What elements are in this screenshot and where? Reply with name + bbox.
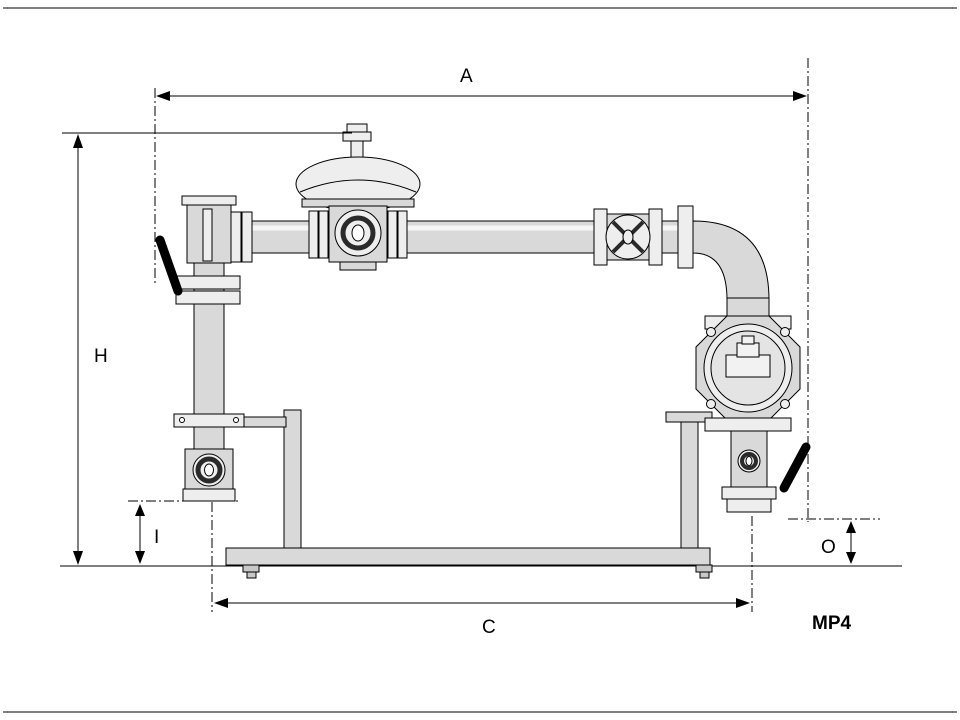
dim-c-arrow-right: [736, 598, 750, 608]
regulator-dome-seam: [299, 179, 417, 193]
dim-h-arrow-top: [73, 134, 83, 148]
dim-a-arrow-right: [793, 91, 807, 101]
inlet-riser: [155, 195, 245, 502]
inlet-flange-lower: [175, 290, 241, 305]
inlet-valve-lever: [155, 235, 183, 296]
outlet-flange-upper: [721, 486, 777, 500]
dim-a-arrow-left: [156, 91, 170, 101]
meter-right-flange: [648, 208, 663, 266]
dim-o-label: O: [821, 537, 836, 558]
outlet-flange-lower: [726, 498, 772, 513]
frame-left-foot: [242, 564, 260, 573]
inlet-flange-upper: [175, 275, 241, 290]
regulator-left-flange-2: [318, 210, 329, 259]
flow-meter: [593, 208, 663, 266]
filter-housing: [695, 315, 801, 432]
inlet-support-bolt-left: [179, 417, 185, 423]
dim-o-arrow-bottom: [846, 552, 856, 564]
frame-right-bracket: [665, 411, 713, 423]
outlet-assembly: [721, 430, 811, 513]
outlet-valve-lever: [779, 442, 811, 493]
dimension-i: I: [128, 500, 238, 564]
meter-left-flange: [593, 208, 608, 266]
frame-base: [225, 547, 711, 566]
outlet-indicator-core: [745, 456, 753, 466]
inlet-junction-flange-1: [230, 211, 242, 263]
frame-right-leg: [680, 419, 699, 551]
support-frame: [221, 409, 713, 579]
inlet-top-cap: [181, 195, 237, 206]
dim-h-label: H: [94, 346, 108, 367]
regulator-vent-stem: [350, 140, 364, 160]
frame-right-foot: [695, 564, 713, 573]
regulator-port-core: [351, 224, 365, 242]
pressure-regulator: [295, 123, 421, 271]
model-label: MP4: [812, 613, 852, 634]
filter-bolt-tr: [780, 327, 790, 337]
regulator-vent-cap: [346, 123, 368, 133]
dimension-a: A: [154, 58, 809, 522]
inlet-sightglass-ring: [195, 456, 223, 484]
meter-hub: [622, 229, 634, 245]
filter-bolt-tl: [706, 327, 716, 337]
dimension-c: C: [211, 502, 753, 638]
frame-right-foot-stud: [699, 571, 710, 579]
inlet-sightglass-core: [204, 463, 214, 477]
dimension-h: H: [62, 132, 352, 565]
elbow-body: [692, 220, 770, 301]
regulator-left-flange-1: [308, 210, 319, 259]
dim-c-label: C: [482, 617, 496, 638]
regulator-right-flange-1: [387, 210, 398, 259]
dim-a-label: A: [460, 66, 473, 87]
filter-bolt-bl: [706, 399, 716, 409]
filter-spool-top: [736, 342, 760, 358]
regulator-port-ring: [340, 215, 376, 251]
inlet-bottom-flange: [182, 488, 236, 502]
inlet-support-bolt-right: [233, 417, 239, 423]
regulator-right-flange-2: [397, 210, 408, 259]
dimension-o: O: [788, 518, 880, 564]
frame-left-leg: [283, 409, 302, 551]
dim-i-arrow-bottom: [135, 551, 145, 564]
filter-spool: [725, 354, 771, 378]
outlet-elbow: [677, 205, 770, 321]
regulator-body-bottom: [339, 261, 377, 271]
dim-i-arrow-top: [135, 504, 145, 516]
inlet-lower-pipe: [193, 426, 225, 452]
dim-h-arrow-bottom: [73, 551, 83, 565]
filter-bottom-flange: [704, 417, 792, 432]
outlet-indicator-ring: [740, 452, 758, 470]
dim-i-label: I: [154, 527, 159, 548]
dim-o-arrow-top: [846, 521, 856, 533]
inlet-junction-flange-2: [241, 211, 253, 263]
frame-left-foot-stud: [246, 571, 257, 579]
inlet-sight-tube: [202, 208, 213, 262]
filter-spool-knob: [741, 335, 755, 345]
filter-bolt-br: [780, 399, 790, 409]
dim-c-arrow-left: [214, 598, 228, 608]
elbow-inlet-flange: [677, 205, 694, 269]
